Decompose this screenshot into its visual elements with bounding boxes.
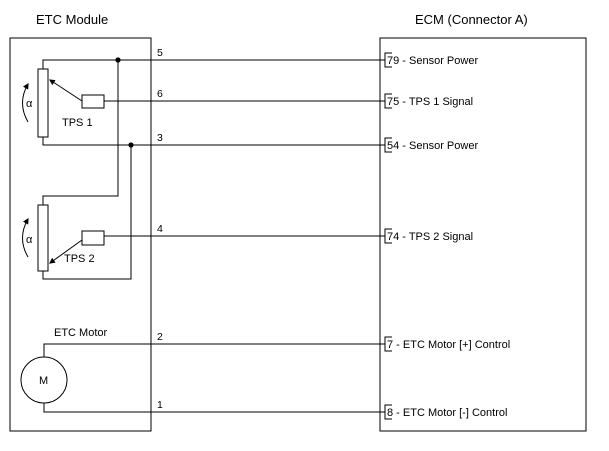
wire-3: 3 54 - Sensor Power — [131, 132, 478, 153]
wire-number: 1 — [157, 399, 163, 411]
tps1-alpha: α — [26, 98, 33, 110]
etc-motor: ETC Motor M — [20, 327, 151, 413]
pin-description: - ETC Motor [-] Control — [393, 407, 507, 419]
tps1-element — [81, 94, 105, 109]
pin-description: - Sensor Power — [399, 140, 478, 152]
pin-description: - Sensor Power — [399, 55, 478, 67]
wire-number: 6 — [157, 88, 163, 100]
pin-bracket-8 — [384, 404, 392, 420]
pin-description: - TPS 1 Signal — [399, 96, 473, 108]
wire-5: 5 79 - Sensor Power — [118, 47, 478, 68]
pin-description: - ETC Motor [+] Control — [393, 339, 510, 351]
tps2-alpha: α — [26, 234, 33, 246]
pin-bracket-54 — [384, 137, 392, 153]
ecm-title: ECM (Connector A) — [415, 12, 528, 27]
tps2-top-lead — [42, 60, 119, 205]
wire-number: 4 — [157, 223, 163, 235]
ecm-pin-label: 7 - ETC Motor [+] Control — [387, 339, 510, 351]
wire-number: 2 — [157, 331, 163, 343]
pin-number: 7 — [387, 339, 393, 351]
tps1-top-lead — [42, 59, 118, 69]
pin-bracket-75 — [384, 93, 392, 109]
tps2-rotation-arrow — [22, 217, 29, 258]
motor-symbol: M — [39, 375, 48, 387]
wire-number: 3 — [157, 132, 163, 144]
tps2-bottom-lead — [42, 145, 132, 280]
wire-2: 2 7 - ETC Motor [+] Control — [151, 331, 510, 352]
tps1-label: TPS 1 — [62, 117, 93, 129]
pin-number: 54 — [387, 140, 399, 152]
wires-layer: 5 79 - Sensor Power 6 75 - TPS 1 Signal 3 54 … — [104, 47, 510, 420]
motor-top-lead — [43, 343, 151, 357]
etc-module-box — [9, 37, 152, 432]
ecm-pin-label: 8 - ETC Motor [-] Control — [387, 407, 507, 419]
tps2-element — [81, 230, 105, 246]
wire-1: 1 8 - ETC Motor [-] Control — [151, 399, 507, 420]
ecm-pin-label: 79 - Sensor Power — [387, 55, 478, 67]
pin-bracket-74 — [384, 228, 392, 244]
tps2-wiper-arrow — [49, 239, 83, 264]
ecm-box — [379, 37, 587, 432]
pin-description: - TPS 2 Signal — [399, 231, 473, 243]
wire-number: 5 — [157, 47, 163, 59]
wire-4: 4 74 - TPS 2 Signal — [104, 223, 473, 244]
pin-number: 75 — [387, 96, 399, 108]
pin-number: 8 — [387, 407, 393, 419]
wire-6: 6 75 - TPS 1 Signal — [104, 88, 473, 109]
tps1-wiper-arrow — [48, 79, 83, 102]
tps1-rotation-arrow — [22, 82, 29, 123]
etc-motor-label: ETC Motor — [54, 327, 108, 339]
tps1-resistor — [37, 68, 49, 138]
pin-number: 74 — [387, 231, 399, 243]
ecm-pin-label: 54 - Sensor Power — [387, 140, 478, 152]
tps2-label: TPS 2 — [64, 253, 95, 265]
tps2-resistor — [37, 204, 49, 272]
tps1-sensor: α TPS 1 — [22, 59, 131, 146]
pin-bracket-7 — [384, 336, 392, 352]
tps1-bottom-lead — [42, 137, 131, 146]
pin-bracket-79 — [384, 52, 392, 68]
tps2-sensor: α TPS 2 — [22, 60, 132, 280]
motor-bottom-lead — [43, 403, 151, 413]
etc-module-title: ETC Module — [36, 12, 108, 27]
ecm-pin-label: 74 - TPS 2 Signal — [387, 231, 473, 243]
pin-number: 79 — [387, 55, 399, 67]
ecm-pin-label: 75 - TPS 1 Signal — [387, 96, 473, 108]
